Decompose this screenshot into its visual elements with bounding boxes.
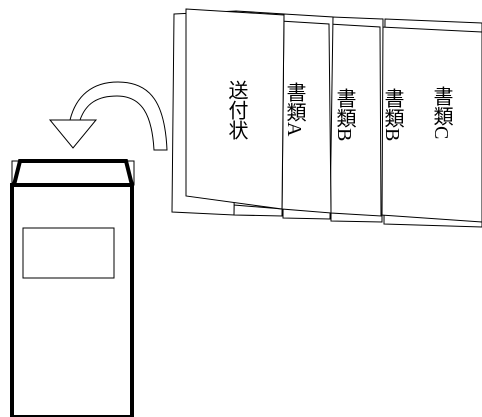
doc-label-cover: 送付状 [225, 80, 248, 140]
envelope-icon [10, 159, 135, 417]
doc-label-b2: 書類B [381, 88, 404, 142]
doc-label-b1: 書類B [333, 88, 356, 142]
doc-label-a: 書類A [283, 82, 306, 137]
envelope-window [22, 227, 115, 279]
envelope-flap [11, 160, 135, 186]
document-sheet-c: 書類C [379, 18, 482, 228]
document-sheet-b1: 書類B [279, 13, 356, 220]
document-sheet-b2: 書類B [328, 16, 404, 223]
doc-label-c: 書類C [430, 86, 453, 140]
arrow-head [48, 119, 98, 149]
curved-arrow-down-left-icon [48, 81, 168, 151]
sheet-cover-front [185, 8, 285, 210]
envelope-outline [10, 159, 134, 417]
arrow-band [69, 81, 168, 151]
document-sheet-cover: 送付状 [171, 8, 285, 216]
